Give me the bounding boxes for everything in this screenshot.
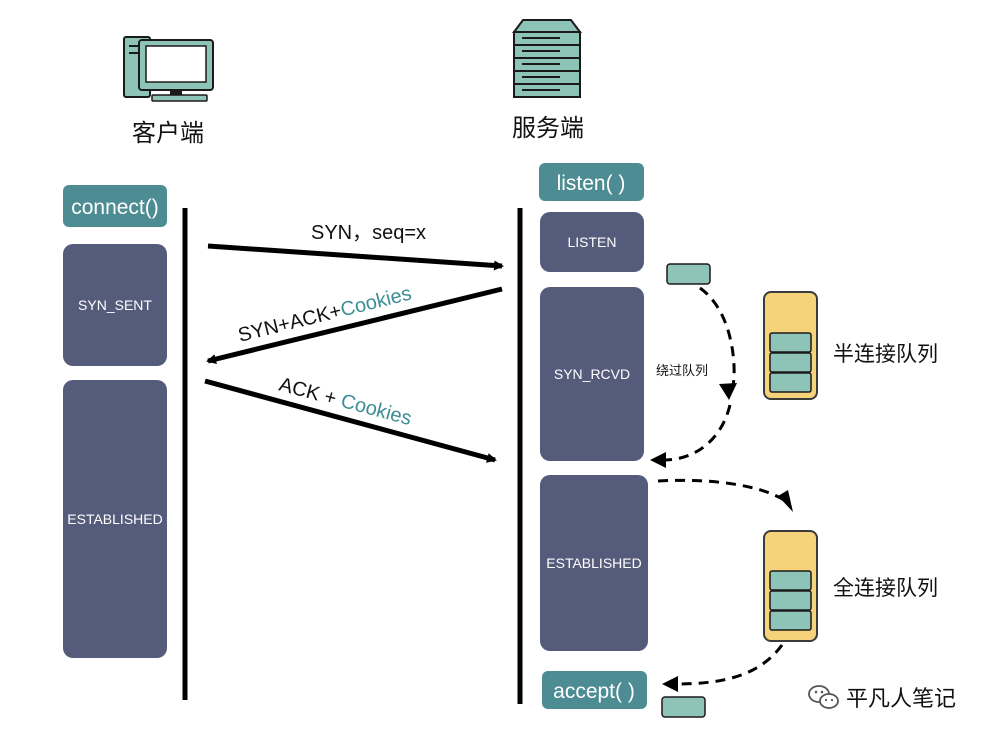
server-state-established (540, 475, 648, 651)
client-state-established (63, 380, 167, 658)
bypass-token (666, 263, 711, 285)
synack-arrow (206, 286, 503, 364)
client-state-syn-sent (63, 244, 167, 366)
accepted-token (661, 696, 706, 718)
accept-func-box (542, 671, 647, 709)
half-queue-label: 半连接队列 (833, 342, 938, 366)
client-label: 客户端 (132, 119, 204, 147)
connect-func-box (63, 185, 167, 227)
server-state-listen (540, 212, 644, 272)
client-state-syn-sent-label: SYN_SENT (78, 297, 152, 313)
syn-label: SYN，seq=x (311, 222, 426, 244)
return-to-synrcvd-dashed-arrow (663, 404, 732, 462)
full-queue-label: 全连接队列 (833, 576, 938, 600)
server-state-syn-rcvd-label: SYN_RCVD (554, 366, 630, 382)
to-accept-dashed-arrow (675, 644, 784, 686)
accept-func-label: accept( ) (553, 680, 635, 703)
server-state-established-label: ESTABLISHED (546, 555, 641, 571)
server-state-listen-label: LISTEN (567, 234, 616, 250)
return-to-synrcvd-arrow-head (650, 452, 666, 468)
client-state-established-label: ESTABLISHED (67, 511, 162, 527)
ack-label-cookies: Cookies (338, 390, 413, 430)
connect-func-label: connect() (71, 196, 159, 219)
watermark-label: 平凡人笔记 (846, 687, 956, 712)
to-full-queue-dashed-arrow (657, 478, 785, 502)
server-rack-icon (512, 19, 582, 98)
desktop-computer-icon (123, 36, 214, 102)
listen-func-label: listen( ) (557, 172, 626, 195)
full-connection-queue (763, 530, 818, 642)
server-state-syn-rcvd (540, 287, 644, 461)
bypass-dashed-arrow (699, 286, 736, 393)
bypass-arrow-head (719, 383, 737, 400)
syn-arrow (207, 243, 504, 271)
bypass-label: 绕过队列 (656, 364, 708, 379)
ack-arrow (204, 378, 497, 463)
listen-func-box (539, 163, 644, 201)
half-connection-queue (763, 291, 818, 400)
wechat-icon (808, 685, 839, 709)
to-accept-arrow-head (662, 676, 678, 692)
to-full-queue-arrow-head (778, 490, 793, 512)
server-label: 服务端 (512, 114, 584, 142)
